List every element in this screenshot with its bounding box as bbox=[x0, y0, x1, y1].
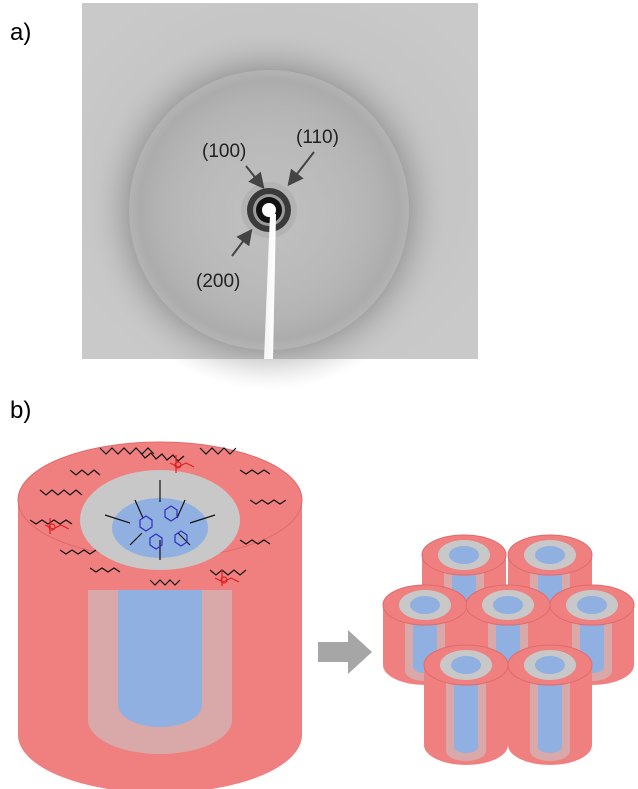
peak-label-100: (100) bbox=[202, 141, 246, 162]
small-cylinder-top-core bbox=[577, 596, 607, 614]
right-arrow-icon bbox=[318, 630, 372, 674]
molecule-chains bbox=[29, 447, 287, 586]
small-cylinder-top-core bbox=[535, 656, 565, 674]
small-cylinder-top-core bbox=[410, 596, 440, 614]
peak-label-110: (110) bbox=[296, 127, 339, 148]
xrd-pattern: (100) (110) (200) bbox=[82, 3, 478, 390]
arrow-100-icon bbox=[245, 165, 265, 190]
peak-label-200: (200) bbox=[196, 271, 240, 292]
beam-stop-center bbox=[262, 203, 276, 217]
small-cylinder bbox=[507, 644, 593, 765]
column-cluster bbox=[382, 534, 635, 765]
small-cylinder bbox=[423, 644, 509, 765]
small-cylinder-top-core bbox=[493, 596, 523, 614]
panel-a-label: a) bbox=[10, 19, 31, 46]
small-cylinder-top-core bbox=[449, 546, 479, 564]
arrow-110-icon bbox=[287, 151, 315, 187]
arrow-200-icon bbox=[231, 228, 253, 257]
small-cylinder-top-core bbox=[535, 546, 565, 564]
cylinder-top-core bbox=[112, 498, 208, 558]
small-cylinder-core bbox=[538, 677, 562, 753]
small-cylinder-core bbox=[454, 677, 478, 753]
panel-b-label: b) bbox=[10, 397, 31, 424]
cylinder-core bbox=[118, 590, 202, 727]
small-cylinder-top-core bbox=[451, 656, 481, 674]
beam-stop bbox=[264, 214, 276, 359]
column-cylinder-large bbox=[17, 441, 303, 789]
